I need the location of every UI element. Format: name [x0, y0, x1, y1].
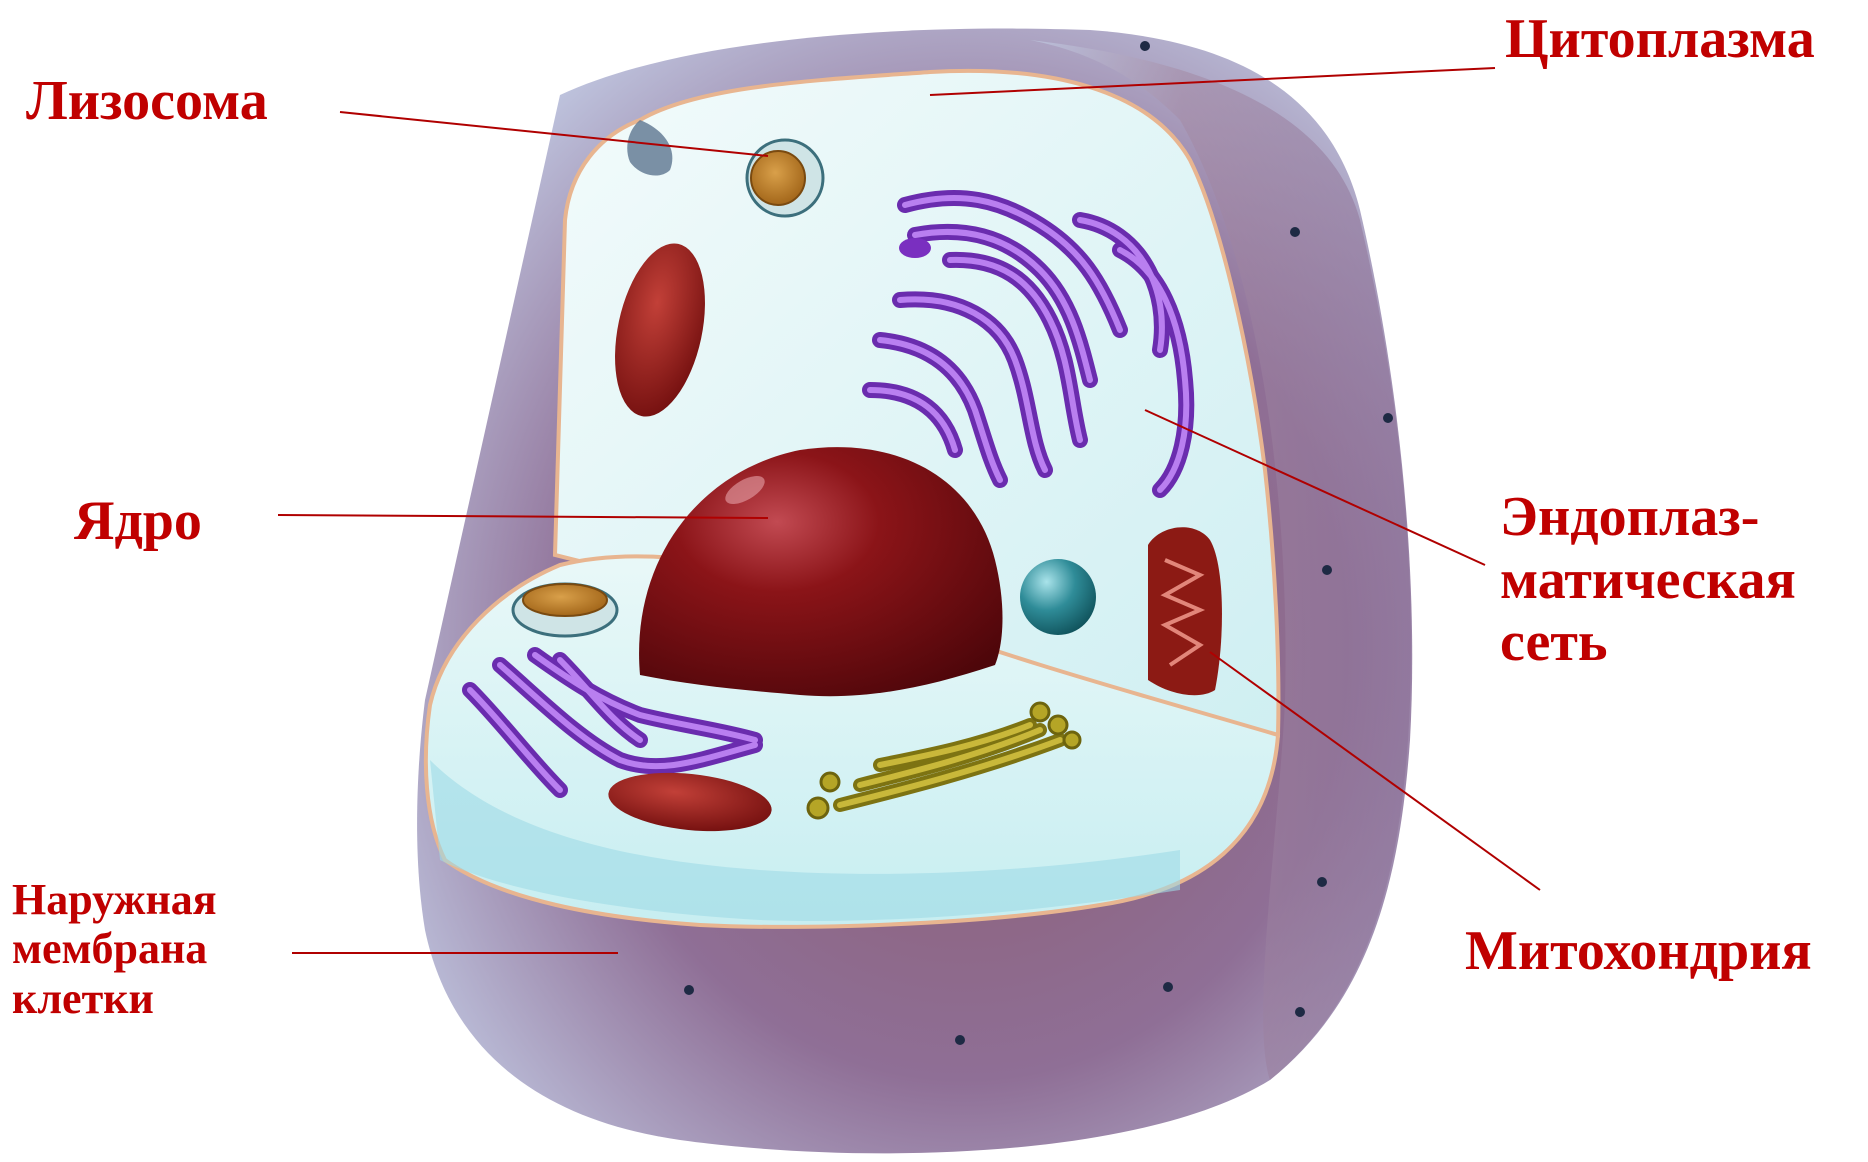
label-endoplasmic-reticulum: Эндоплаз- матическая сеть	[1500, 486, 1796, 674]
mitochondrion	[1148, 527, 1222, 695]
label-cytoplasm: Цитоплазма	[1505, 8, 1815, 71]
label-membrane-line-1: Наружная	[12, 875, 217, 924]
label-er-line-2: матическая	[1500, 549, 1796, 612]
lysosome-floor	[513, 584, 617, 636]
label-outer-membrane: Наружная мембрана клетки	[12, 875, 217, 1023]
vesicle	[1020, 559, 1096, 635]
label-er-line-3: сеть	[1500, 611, 1796, 674]
label-lysosome: Лизосома	[26, 70, 268, 133]
label-nucleus: Ядро	[74, 490, 202, 553]
label-mitochondrion: Митохондрия	[1465, 920, 1812, 983]
label-membrane-line-3: клетки	[12, 974, 217, 1023]
label-membrane-line-2: мембрана	[12, 924, 217, 973]
label-er-line-1: Эндоплаз-	[1500, 486, 1796, 549]
lysosome	[747, 140, 823, 216]
